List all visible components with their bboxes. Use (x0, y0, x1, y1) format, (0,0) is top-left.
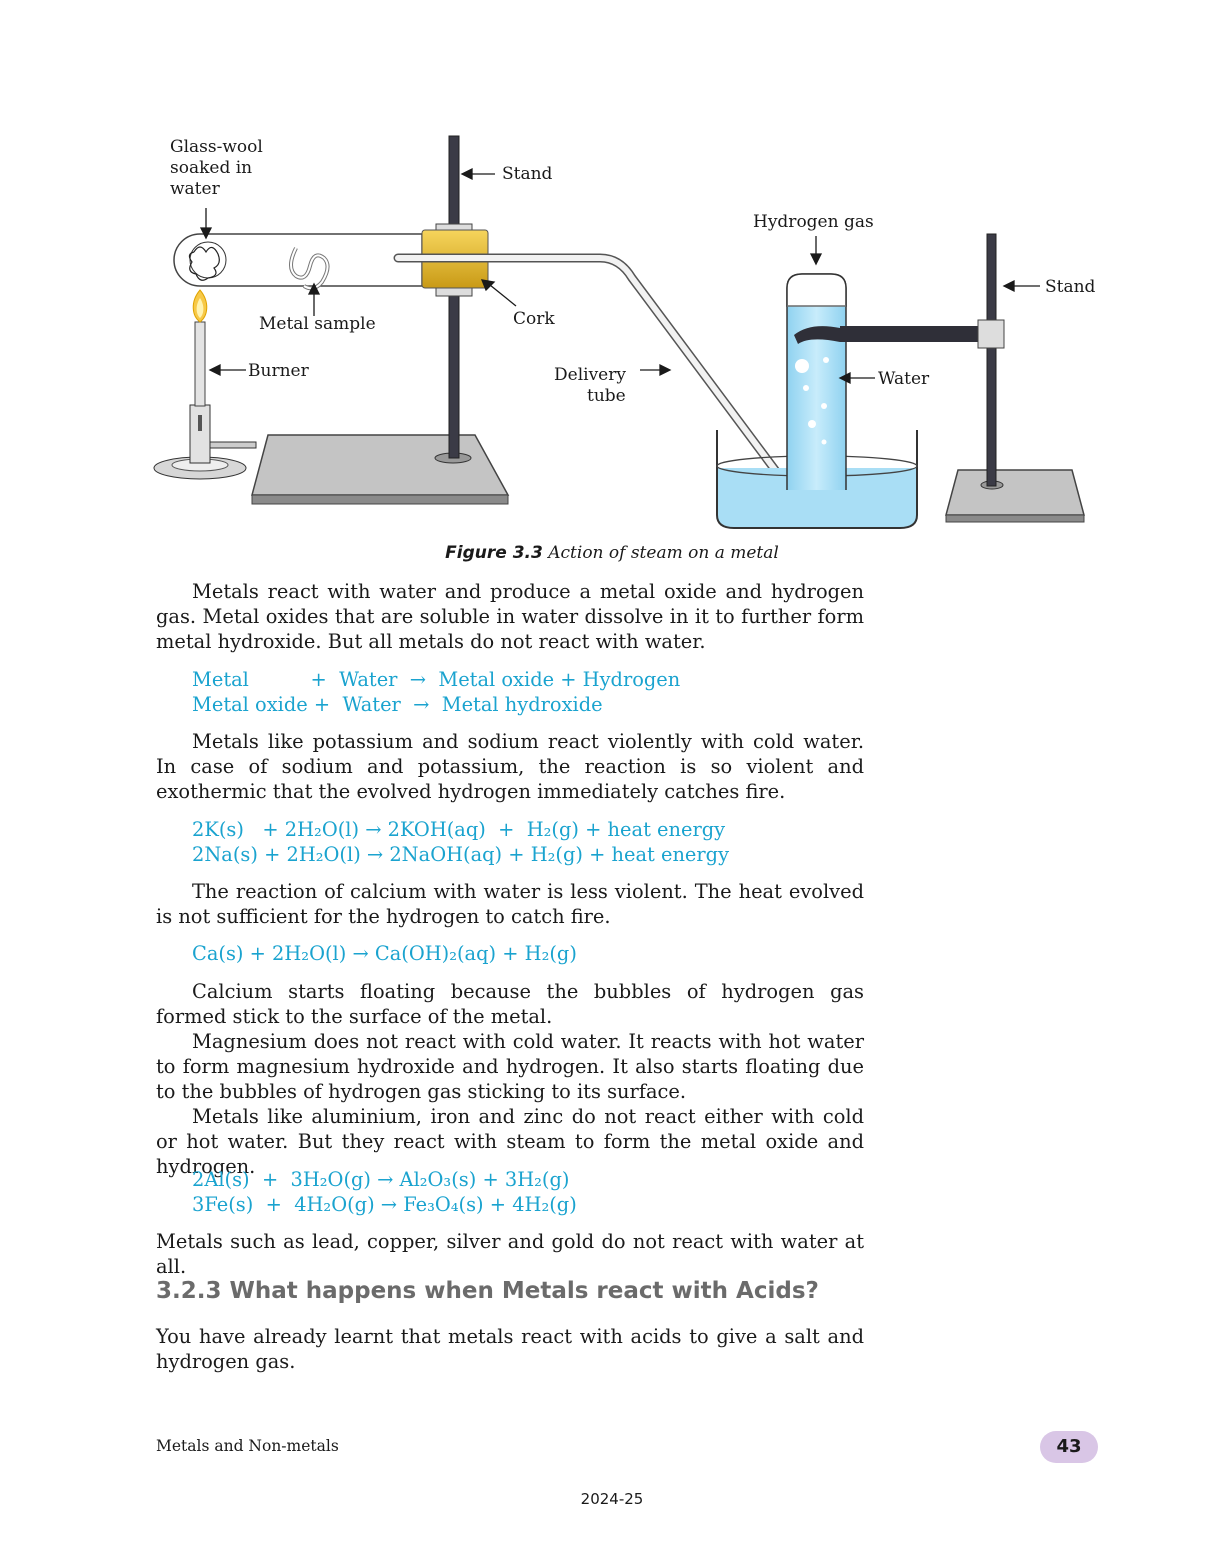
equation-potassium: 2K(s) + 2H₂O(l) → 2KOH(aq) + H₂(g) + hea… (192, 818, 726, 841)
paragraph-4: Calcium starts floating because the bubb… (156, 980, 864, 1028)
water-trough (716, 430, 918, 529)
footer-chapter: Metals and Non-metals (156, 1437, 339, 1455)
gas-jar (786, 273, 847, 490)
label-metal-sample: Metal sample (259, 314, 376, 334)
test-tube (173, 233, 423, 291)
equation-calcium: Ca(s) + 2H₂O(l) → Ca(OH)₂(aq) + H₂(g) (192, 942, 577, 965)
equation-aluminium: 2Al(s) + 3H₂O(g) → Al₂O₃(s) + 3H₂(g) (192, 1168, 570, 1191)
label-glass-wool-2: soaked in (170, 158, 252, 178)
label-delivery-1: Delivery (554, 365, 626, 385)
label-arrows (199, 167, 1040, 385)
right-stand (794, 233, 1085, 523)
page-number-badge: 43 (1040, 1431, 1098, 1463)
section-heading: 3.2.3 What happens when Metals react wit… (156, 1278, 819, 1304)
footer-year: 2024-25 (580, 1490, 644, 1508)
paragraph-3: The reaction of calcium with water is le… (156, 880, 864, 928)
label-burner: Burner (248, 361, 310, 381)
left-stand (251, 135, 510, 505)
figure-caption: Figure 3.3 Action of steam on a metal (0, 543, 1224, 563)
paragraph-8: You have already learnt that metals reac… (156, 1325, 864, 1373)
label-stand-left: Stand (502, 164, 553, 184)
paragraph-2: Metals like potassium and sodium react v… (156, 730, 864, 803)
label-hydrogen-gas: Hydrogen gas (753, 212, 874, 232)
figure-steam-on-metal: Glass-wool soaked in water Stand Hydroge… (150, 130, 1110, 540)
label-glass-wool-1: Glass-wool (170, 137, 263, 157)
paragraph-6: Metals like aluminium, iron and zinc do … (156, 1105, 864, 1178)
apparatus-diagram: Glass-wool soaked in water Stand Hydroge… (153, 135, 1096, 529)
label-delivery-2: tube (587, 386, 626, 406)
equation-word-1: Metal + Water → Metal oxide + Hydrogen (192, 668, 681, 691)
figure-caption-text: Action of steam on a metal (542, 543, 779, 563)
paragraph-5: Magnesium does not react with cold water… (156, 1030, 864, 1103)
equation-iron: 3Fe(s) + 4H₂O(g) → Fe₃O₄(s) + 4H₂(g) (192, 1193, 577, 1216)
label-water: Water (878, 369, 930, 389)
label-stand-right: Stand (1045, 277, 1096, 297)
paragraph-1: Metals react with water and produce a me… (156, 580, 864, 653)
label-cork: Cork (513, 309, 555, 329)
equation-word-2: Metal oxide + Water → Metal hydroxide (192, 693, 603, 716)
figure-number: Figure 3.3 (445, 543, 543, 563)
burner (153, 289, 257, 480)
paragraph-7: Metals such as lead, copper, silver and … (156, 1230, 864, 1278)
equation-sodium: 2Na(s) + 2H₂O(l) → 2NaOH(aq) + H₂(g) + h… (192, 843, 730, 866)
label-glass-wool-3: water (170, 179, 221, 199)
